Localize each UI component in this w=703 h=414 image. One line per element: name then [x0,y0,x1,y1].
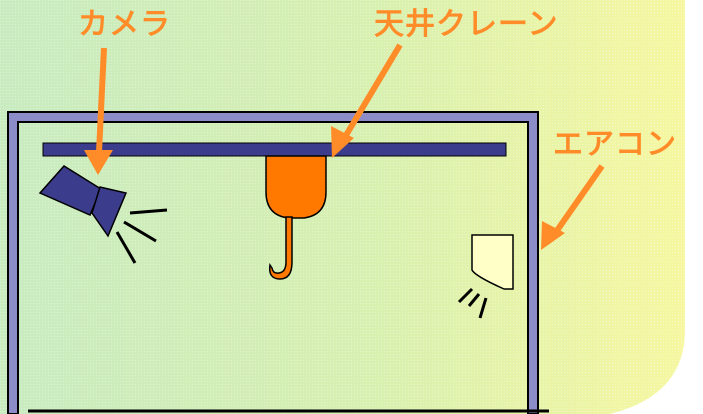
camera-arrow [84,47,113,175]
crane-hook-icon [265,155,327,280]
label-crane: 天井クレーン [374,7,559,42]
crane-rail [42,142,507,157]
label-aircon: エアコン [553,127,677,162]
crane-arrow [331,43,403,158]
air-conditioner-icon [457,234,514,319]
camera-icon [38,165,168,264]
label-camera: カメラ [78,7,171,42]
aircon-arrow [541,164,605,250]
